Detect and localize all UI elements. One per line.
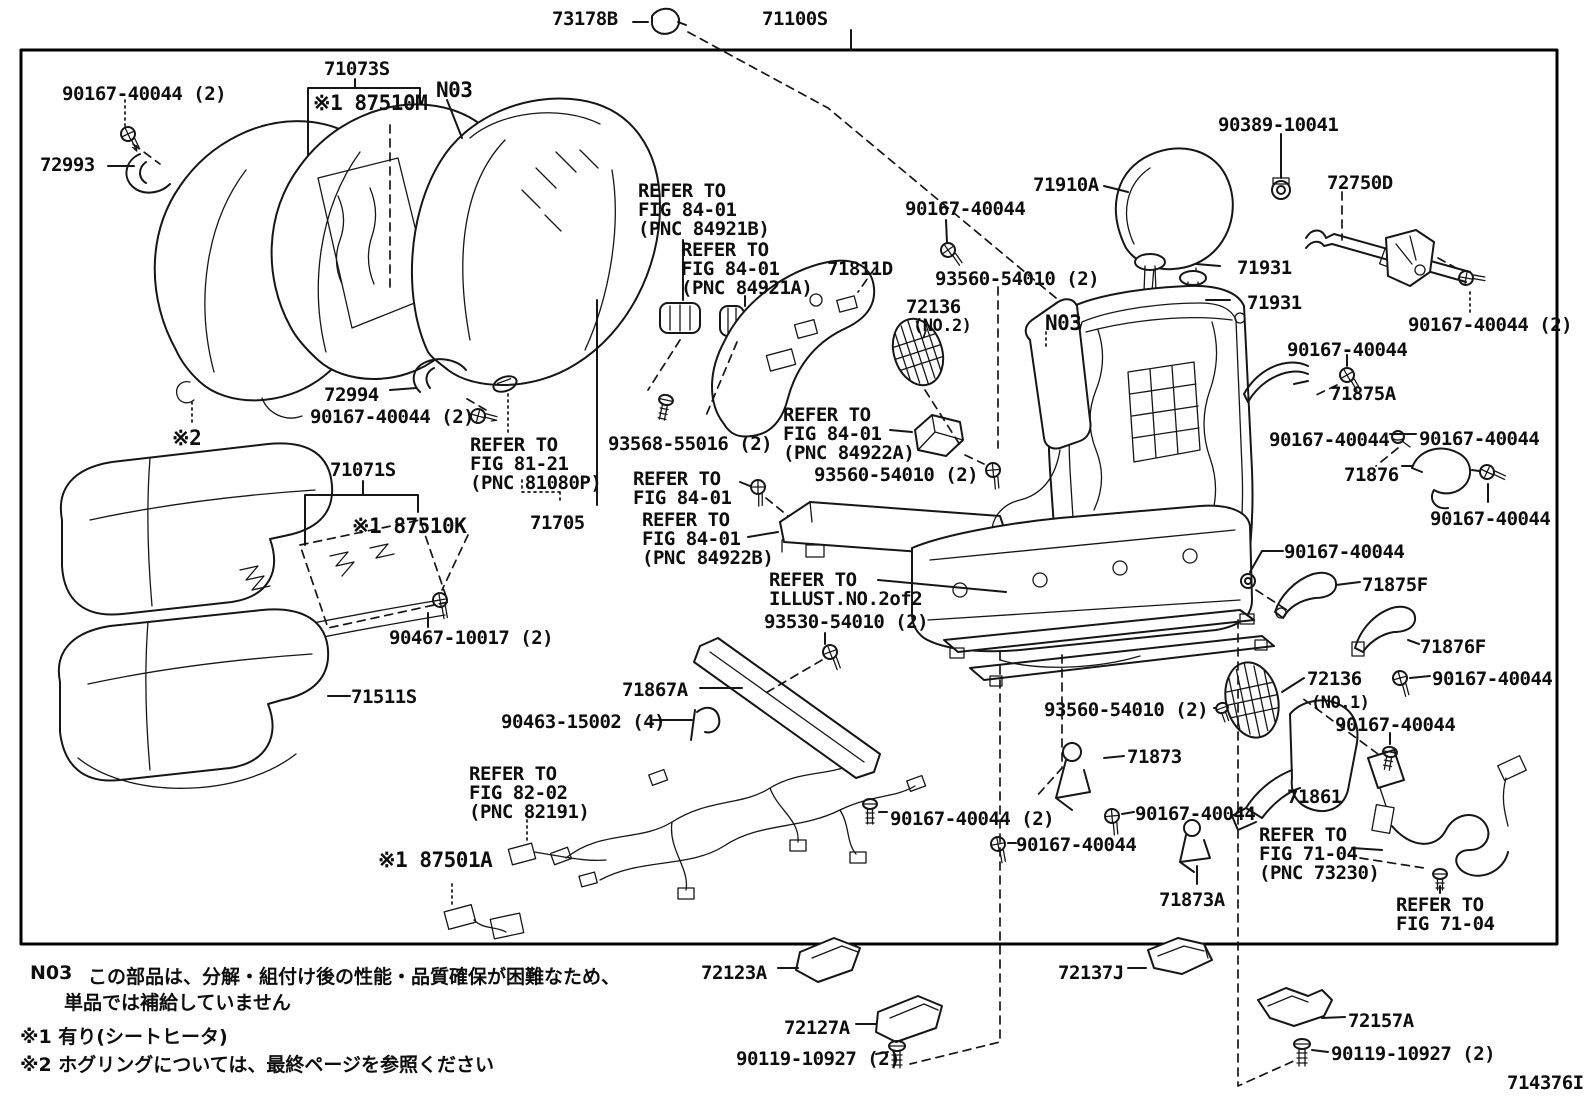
reclining-connecting-rod-drawing [1305,229,1471,287]
label-72136-no1: 72136 [1307,668,1362,690]
label-71071s: 71071S [330,459,396,481]
fasteners-drawing [120,126,1507,1069]
label-93560-54010: 93560-54010 (2) [935,268,1100,290]
rail-covers-drawing [795,937,1333,1043]
label-90167-40044: 90167-40044 [1269,429,1390,451]
label-71931-a: 71931 [1237,257,1292,279]
label-71867a: 71867A [622,679,688,701]
note-n03-line1: この部品は、分解・組付け後の性能・品質確保が困難なため、 [88,966,621,988]
drawing-number: 714376I [1507,1072,1584,1094]
label-71811d: 71811D [827,258,893,280]
brackets-drawing [1055,699,1359,873]
label-90167-40044: 90167-40044 [1287,339,1408,361]
duct-grille-no2-drawing [891,317,945,387]
label-90167-40044: 90167-40044 [1135,803,1256,825]
label-90463-15002: 90463-15002 (4) [501,711,666,733]
label-90167-40044: 90167-40044 [1284,541,1405,563]
recliner-handles-drawing [1243,361,1472,657]
label-71876f: 71876F [1420,636,1486,658]
label-71705: 71705 [530,512,585,534]
label-n03-right: N03 [1045,311,1082,335]
label-90167-40044: 90167-40044 (2) [1408,314,1573,336]
label-n03-left: N03 [436,78,473,102]
seat-lock-wire-drawing [690,637,881,779]
label-90167-40044-2: 90167-40044 (2) [310,406,475,428]
label-73178b: 73178B [552,8,618,30]
label-refer-71-04: REFER TO FIG 71-04 [1396,894,1495,935]
label-87510k: ※1 87510K [352,514,467,538]
note-remark1: ※1 有り(シートヒータ) [20,1026,228,1048]
label-90119-10927: 90119-10927 (2) [1331,1043,1496,1065]
seat-back-pad-drawing [153,97,661,419]
label-71910a: 71910A [1033,174,1099,196]
label-72137j: 72137J [1058,962,1124,984]
label-71100s: 71100S [762,8,828,30]
label-90167-40044: 90167-40044 [1335,714,1456,736]
label-90467-10017: 90467-10017 (2) [389,627,554,649]
seat-cushion-drawing [57,442,449,789]
label-72136-no2-sub: (NO.2) [913,316,972,336]
label-71073s: 71073S [324,58,390,80]
label-90119-10927: 90119-10927 (2) [736,1048,901,1070]
label-71875f: 71875F [1362,574,1428,596]
label-90389-10041: 90389-10041 [1218,114,1339,136]
seat-frame-assembly-drawing [911,147,1275,687]
wire-harness-drawing [443,750,927,940]
label-93560-54010: 93560-54010 (2) [814,464,979,486]
label-87510m: ※1 87510M [313,91,428,115]
diagram-border [19,48,1559,946]
label-93560-54010: 93560-54010 (2) [1044,699,1209,721]
duct-grille-no1-drawing [1224,661,1280,739]
label-71931-b: 71931 [1247,292,1302,314]
label-refer-84922b: REFER TO FIG 84-01 (PNC 84922B) [642,509,774,569]
label-72136-no2: 72136 [906,296,961,318]
label-71873: 71873 [1127,746,1182,768]
label-72157a: 72157A [1348,1010,1414,1032]
label-refer-84-01: REFER TO FIG 84-01 [633,468,732,509]
label-hog-ring-note: ※2 [172,426,202,450]
leader-lines [107,21,1489,1055]
seat-side-shield-drawing [711,259,876,438]
label-refer-84921b: REFER TO FIG 84-01 (PNC 84921B) [638,180,770,240]
note-n03-tag: N03 [30,962,73,984]
label-90167-40044: 90167-40044 [1419,428,1540,450]
note-n03-line2: 単品では補給していません [64,992,291,1014]
label-71876: 71876 [1344,464,1399,486]
label-refer-84922a: REFER TO FIG 84-01 (PNC 84922A) [783,404,915,464]
label-72750d: 72750D [1327,172,1393,194]
label-90167-40044: 90167-40044 [1432,668,1553,690]
headrest-support-clip-drawing [125,7,687,427]
label-72123a: 72123A [701,962,767,984]
note-remark2: ※2 ホグリングについては、最終ページを参照ください [20,1054,494,1076]
label-refer-84921a: REFER TO FIG 84-01 (PNC 84921A) [681,239,813,299]
label-71875a: 71875A [1330,383,1396,405]
label-87501a: ※1 87501A [378,848,493,872]
label-71861: 71861 [1287,786,1342,808]
label-72127a: 72127A [784,1017,850,1039]
label-refer-82191: REFER TO FIG 82-02 (PNC 82191) [469,763,590,823]
label-72993: 72993 [40,154,95,176]
seat-belt-buckle-drawing [1367,749,1527,877]
dashed-connectors [124,31,1471,1087]
label-93530-54010: 93530-54010 (2) [764,611,929,633]
label-71511s: 71511S [351,686,417,708]
label-90167-40044: 90167-40044 [1430,508,1551,530]
label-refer-81080p: REFER TO FIG 81-21 (PNC 81080P) [470,434,602,494]
label-refer-illust: REFER TO ILLUST.NO.2of2 [769,569,923,610]
label-90167-40044-2: 90167-40044 (2) [62,83,227,105]
label-90167-40044-2: 90167-40044 (2) [890,808,1055,830]
label-71873a: 71873A [1159,889,1225,911]
label-72994: 72994 [324,384,379,406]
label-93568-55016: 93568-55016 (2) [608,433,773,455]
label-refer-73230: REFER TO FIG 71-04 (PNC 73230) [1259,824,1380,884]
label-72136-no1-sub: (NO.1) [1311,693,1370,713]
label-90167-40044: 90167-40044 [1016,834,1137,856]
label-90167-40044: 90167-40044 [905,198,1026,220]
